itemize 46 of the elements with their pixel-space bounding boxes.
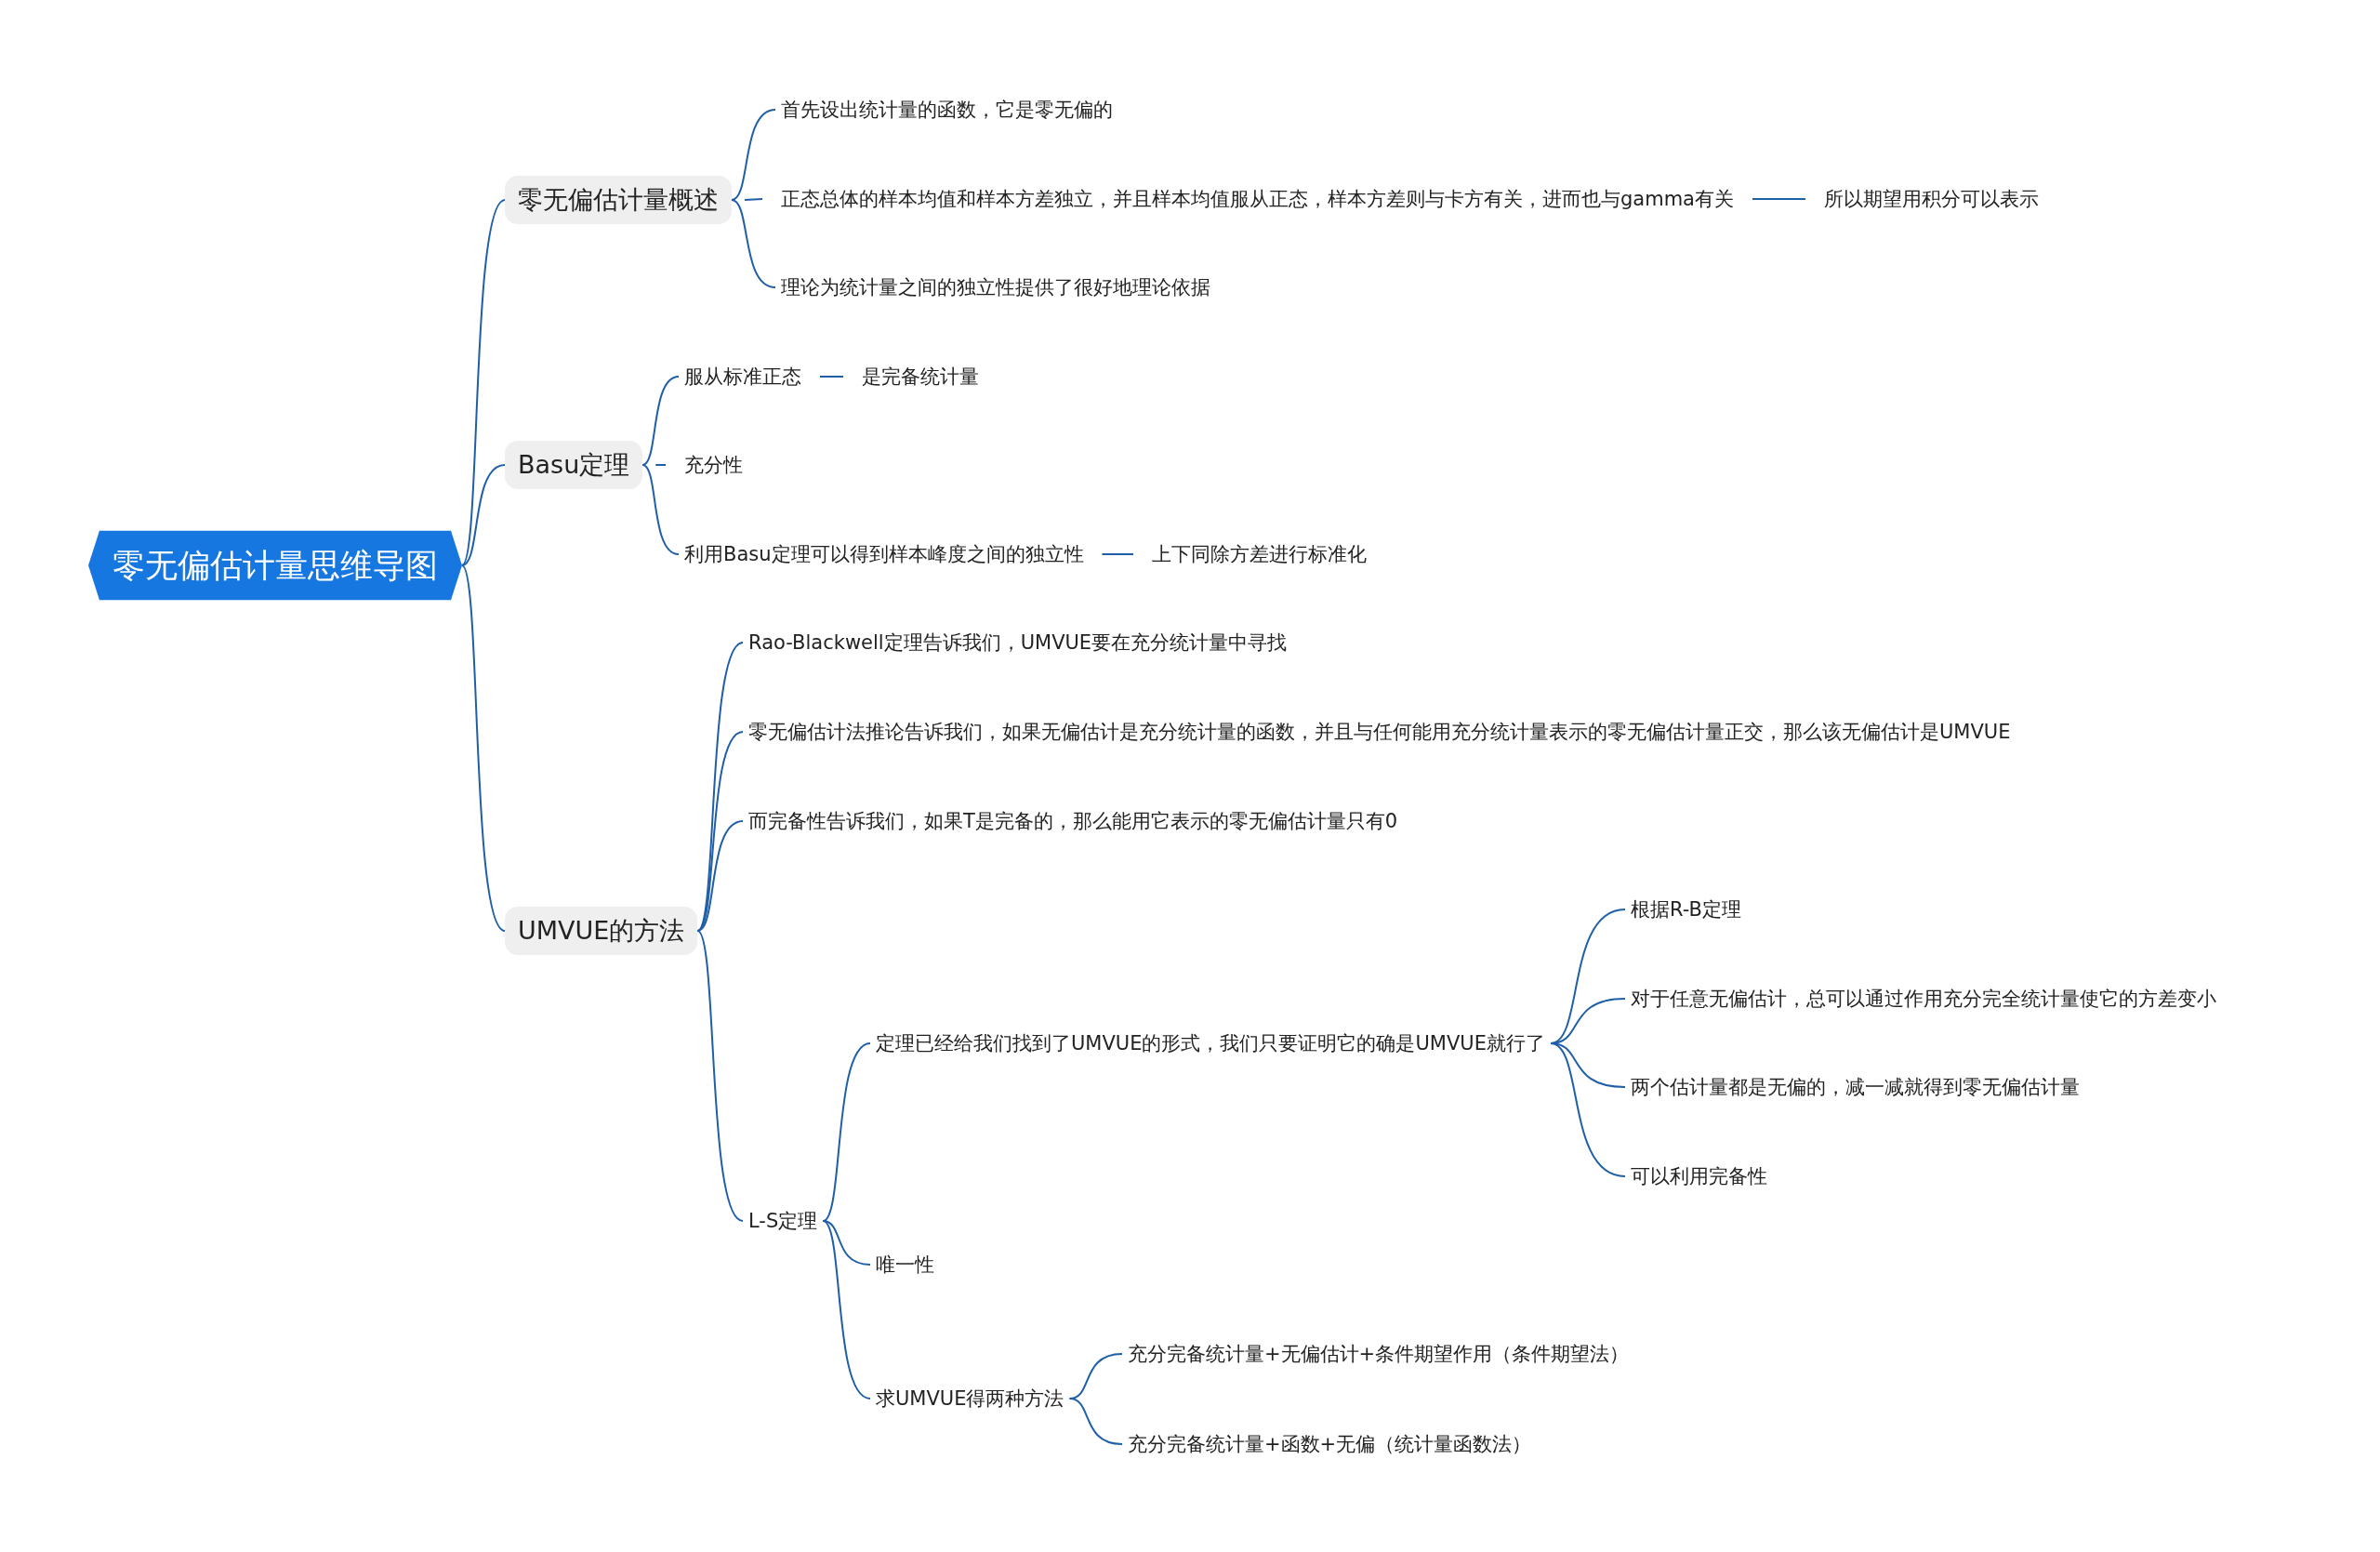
subtopic-text: 两个估计量都是无偏的，减一减就得到零无偏估计量 [1625,1070,2085,1104]
subtopic-text: 求UMVUE得两种方法 [870,1382,1070,1415]
topic-box: Basu定理 [505,441,643,489]
connector-line [819,376,844,378]
topic-box: UMVUE的方法 [505,907,698,955]
connector-line [1068,1398,1123,1445]
connector-line [696,642,744,932]
connector-line [461,564,506,932]
connector-line [822,1220,871,1399]
subtopic-text: 而完备性告诉我们，如果T是完备的，那么能用它表示的零无偏估计量只有0 [743,804,1404,838]
connector-line [731,199,776,288]
subtopic-text: 对于任意无偏估计，总可以通过作用充分完全统计量使它的方差变小 [1625,982,2222,1015]
connector-line [822,1042,871,1222]
subtopic-text: 充分性 [679,448,748,482]
subtopic-text: 利用Basu定理可以得到样本峰度之间的独立性 [679,537,1090,571]
connector-line [641,376,680,466]
connector-line [696,930,744,1222]
connector-line [696,820,744,932]
subtopic-text: 唯一性 [870,1248,940,1281]
topic-box: 零无偏估计量概述 [505,176,732,224]
subtopic-text: L-S定理 [743,1204,824,1238]
subtopic-text: 根据R-B定理 [1625,893,1747,926]
subtopic-text: 充分完备统计量+函数+无偏（统计量函数法） [1122,1427,1538,1461]
subtopic-text: Rao-Blackwell定理告诉我们，UMVUE要在充分统计量中寻找 [743,626,1293,659]
subtopic-text: 首先设出统计量的函数，它是零无偏的 [775,93,1118,126]
central-topic: 零无偏估计量思维导图 [88,530,462,601]
subtopic-text: 可以利用完备性 [1625,1160,1773,1193]
subtopic-text: 理论为统计量之间的独立性提供了很好地理论依据 [775,271,1216,304]
subtopic-text: 零无偏估计法推论告诉我们，如果无偏估计是充分统计量的函数，并且与任何能用充分统计量表示的零无偏估计量正交，那么该无偏估计是UMVUE [743,715,2016,749]
connector-line [744,198,763,201]
subtopic-text: 服从标准正态 [679,360,807,393]
subtopic-text: 正态总体的样本均值和样本方差独立，并且样本均值服从正态，样本方差则与卡方有关，进而也与gamma有关 [775,182,1739,216]
connector-line [1550,1042,1626,1177]
connector-line [1752,198,1806,200]
subtopic-text: 充分完备统计量+无偏估计+条件期望作用（条件期望法） [1122,1337,1635,1371]
connector-line [1101,553,1134,555]
connector-line [461,464,506,566]
connector-line [641,464,680,555]
connector-line [461,199,506,566]
connector-line [654,464,667,466]
subtopic-text: 是完备统计量 [856,360,985,393]
subtopic-text: 上下同除方差进行标准化 [1146,537,1372,571]
subtopic-text: 所以期望用积分可以表示 [1818,182,2044,216]
connector-line [731,109,776,201]
subtopic-text: 定理已经给我们找到了UMVUE的形式，我们只要证明它的确是UMVUE就行了 [870,1027,1551,1060]
connector-line [822,1220,871,1266]
